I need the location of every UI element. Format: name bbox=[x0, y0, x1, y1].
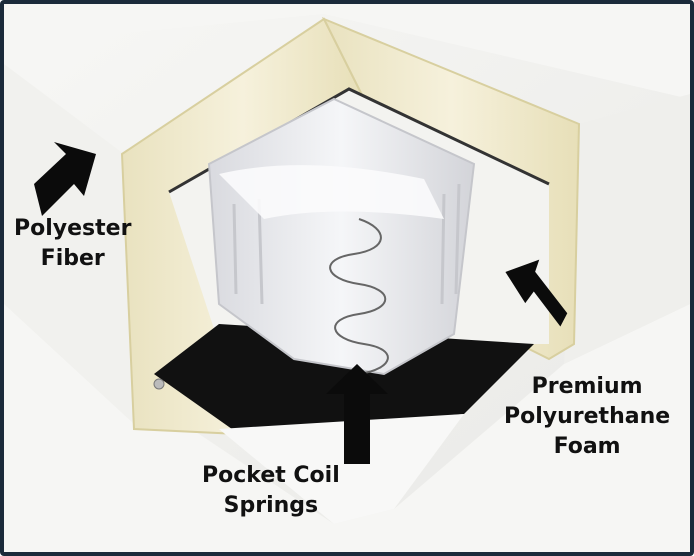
label-polyurethane-foam: Premium Polyurethane Foam bbox=[504, 372, 670, 462]
label-polyester-fiber: Polyester Fiber bbox=[14, 214, 131, 274]
label-polyester-fiber-line-1: Polyester bbox=[14, 216, 132, 241]
spring-coil bbox=[329, 218, 389, 375]
label-coil-line-2: Springs bbox=[223, 493, 319, 518]
mattress-right-side bbox=[564, 94, 690, 364]
label-foam-line-1: Premium bbox=[531, 374, 643, 399]
arrow-pocket-coil bbox=[326, 364, 388, 464]
label-coil-line-1: Pocket Coil bbox=[202, 463, 340, 488]
mattress-cutaway-illustration bbox=[4, 4, 690, 552]
arrow-polyurethane-foam bbox=[505, 259, 568, 327]
label-pocket-coil-springs: Pocket Coil Springs bbox=[202, 461, 340, 521]
label-foam-line-2: Polyurethane bbox=[504, 404, 671, 429]
arrow-polyester-fiber bbox=[34, 142, 96, 216]
zipper-pull bbox=[153, 378, 165, 390]
bottom-quilted-panel bbox=[219, 414, 464, 524]
coil-fabric-flap bbox=[219, 165, 444, 219]
mattress-left-side bbox=[4, 64, 134, 424]
label-polyester-fiber-line-2: Fiber bbox=[40, 246, 105, 271]
coil-pocket-folds bbox=[232, 183, 461, 305]
label-foam-line-3: Foam bbox=[553, 434, 621, 459]
